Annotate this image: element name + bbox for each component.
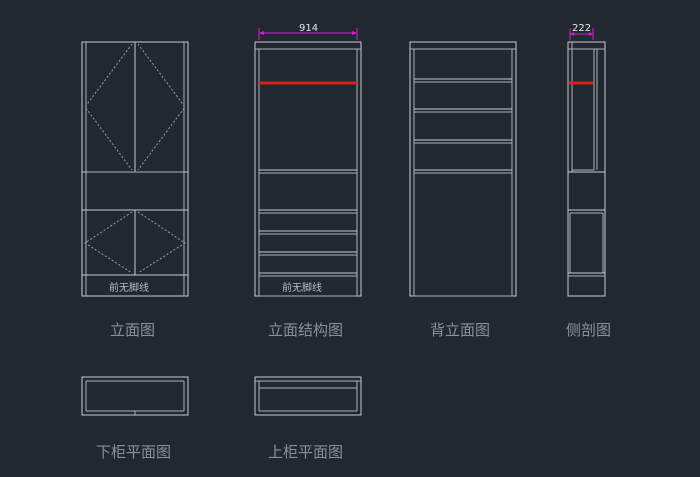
lower-left-door-swing <box>84 211 133 274</box>
front-structure-title: 立面结构图 <box>268 321 343 339</box>
upper-plan-outline <box>254 376 362 416</box>
width-dimension-label: 914 <box>299 23 318 34</box>
front-elevation-view: 前无脚线 <box>81 41 189 297</box>
upper-left-door-swing <box>84 43 133 171</box>
upper-plan-title: 上柜平面图 <box>268 443 343 461</box>
side-section-view: 222 <box>567 23 606 297</box>
front-structure-kickboard-note: 前无脚线 <box>282 281 322 294</box>
depth-dimension-label: 222 <box>572 23 591 34</box>
front-structure-view: 914 前无脚线 <box>254 23 362 297</box>
back-elevation-outline <box>409 41 517 297</box>
upper-cabinet-plan <box>254 376 362 416</box>
lower-cabinet-plan <box>81 376 189 416</box>
front-elevation-kickboard-note: 前无脚线 <box>109 281 149 294</box>
upper-right-door-swing <box>137 43 186 171</box>
front-structure-outline <box>254 41 362 297</box>
lower-plan-outline <box>81 376 189 416</box>
side-section-title: 侧剖图 <box>566 321 611 339</box>
side-lower-cabinet <box>567 209 606 297</box>
back-elevation-view <box>409 41 517 297</box>
back-elevation-title: 背立面图 <box>430 321 490 339</box>
lower-right-door-swing <box>137 211 186 274</box>
front-elevation-title: 立面图 <box>110 321 155 339</box>
lower-plan-title: 下柜平面图 <box>96 443 171 461</box>
middle-open-shelf <box>85 171 185 211</box>
side-upper-cabinet <box>567 41 606 173</box>
